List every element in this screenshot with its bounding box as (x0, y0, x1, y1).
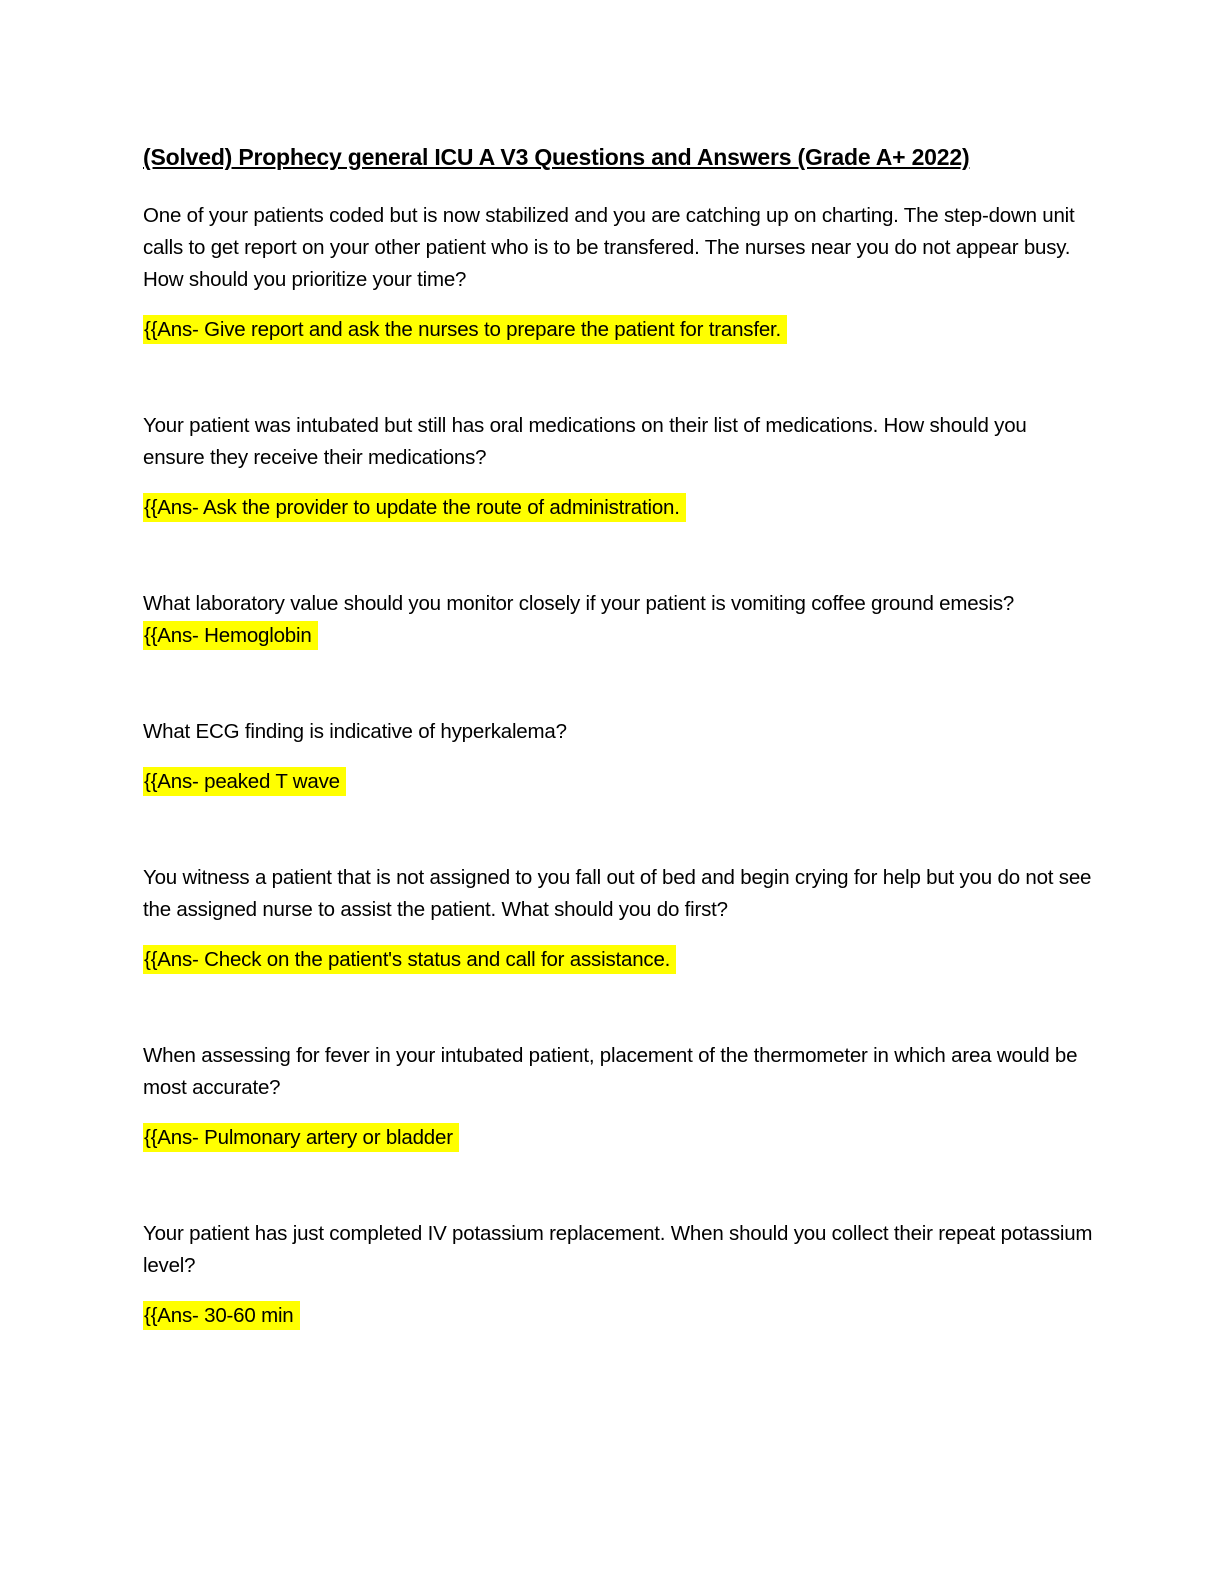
question-text: When assessing for fever in your intubat… (143, 1044, 1078, 1099)
document-title: (Solved) Prophecy general ICU A V3 Quest… (143, 144, 970, 170)
qa-block: Your patient was intubated but still has… (143, 410, 1093, 524)
qa-block: What laboratory value should you monitor… (143, 588, 1093, 652)
answer-highlight: {{Ans- 30-60 min (143, 1301, 300, 1330)
answer-line: {{Ans- Give report and ask the nurses to… (143, 314, 1093, 346)
qa-block: Your patient has just completed IV potas… (143, 1218, 1093, 1332)
question-text: You witness a patient that is not assign… (143, 866, 1092, 921)
answer-highlight: {{Ans- Give report and ask the nurses to… (143, 315, 788, 344)
answer-line: {{Ans- Ask the provider to update the ro… (143, 492, 1093, 524)
question-text: Your patient was intubated but still has… (143, 414, 1027, 469)
answer-highlight: {{Ans- Hemoglobin (143, 621, 318, 650)
question-text: What laboratory value should you monitor… (143, 592, 1015, 615)
qa-block: One of your patients coded but is now st… (143, 200, 1093, 346)
qa-block: What ECG finding is indicative of hyperk… (143, 716, 1093, 798)
answer-highlight: {{Ans- peaked T wave (143, 767, 346, 796)
answer-line: {{Ans- Hemoglobin (143, 620, 1093, 652)
question-text: Your patient has just completed IV potas… (143, 1222, 1093, 1277)
answer-highlight: {{Ans- Ask the provider to update the ro… (143, 493, 686, 522)
qa-block: You witness a patient that is not assign… (143, 862, 1093, 976)
answer-line: {{Ans- 30-60 min (143, 1300, 1093, 1332)
answer-line: {{Ans- Pulmonary artery or bladder (143, 1122, 1093, 1154)
answer-line: {{Ans- Check on the patient's status and… (143, 944, 1093, 976)
question-text: One of your patients coded but is now st… (143, 204, 1075, 291)
answer-highlight: {{Ans- Pulmonary artery or bladder (143, 1123, 459, 1152)
qa-block: When assessing for fever in your intubat… (143, 1040, 1093, 1154)
question-text: What ECG finding is indicative of hyperk… (143, 720, 567, 743)
answer-line: {{Ans- peaked T wave (143, 766, 1093, 798)
answer-highlight: {{Ans- Check on the patient's status and… (143, 945, 677, 974)
